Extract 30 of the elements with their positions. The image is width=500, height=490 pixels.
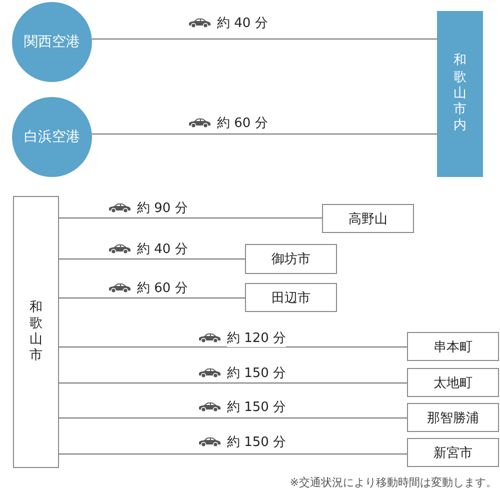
airport-circle: 白浜空港	[12, 97, 92, 177]
place-box: 高野山	[322, 204, 414, 233]
connector-line	[59, 346, 407, 348]
edge-label: 約 120 分	[227, 329, 286, 347]
place-box: 御坊市	[245, 244, 337, 274]
place-box: 串本町	[407, 332, 499, 361]
connector-line	[59, 297, 245, 299]
origin-box: 和歌山市	[13, 196, 59, 468]
connector-line	[59, 453, 407, 455]
destination-box: 和歌山市内	[437, 11, 483, 177]
edge-label: 約 150 分	[227, 433, 286, 451]
connector-line	[59, 217, 322, 219]
edge-label: 約 90 分	[137, 199, 188, 217]
footnote: ※交通状況により移動時間は変動します。	[290, 475, 497, 490]
edge-label: 約 60 分	[137, 279, 188, 297]
edge-label: 約 40 分	[217, 14, 268, 32]
place-box: 太地町	[407, 368, 499, 397]
edge-label: 約 150 分	[227, 364, 286, 382]
edge-label: 約 150 分	[227, 398, 286, 416]
connector-line	[92, 133, 437, 135]
edge-label: 約 60 分	[217, 114, 268, 132]
place-box: 田辺市	[245, 283, 337, 312]
place-box: 那智勝浦	[407, 403, 499, 432]
connector-line	[59, 258, 245, 260]
connector-line	[92, 38, 437, 40]
edge-label: 約 40 分	[137, 240, 188, 258]
connector-line	[59, 417, 407, 419]
place-box: 新宮市	[407, 438, 499, 467]
airport-circle: 関西空港	[12, 2, 92, 82]
connector-line	[59, 382, 407, 384]
